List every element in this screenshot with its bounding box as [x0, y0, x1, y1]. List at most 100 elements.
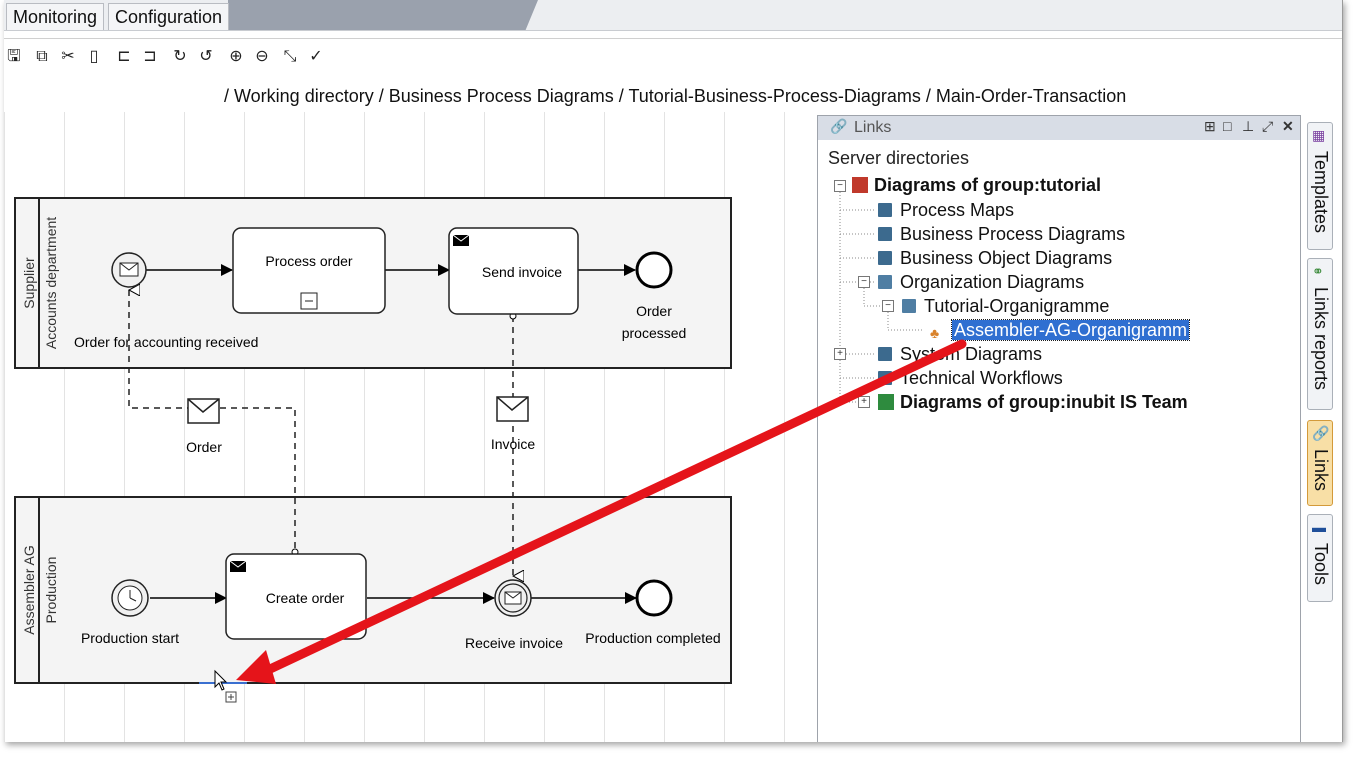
tree-item-label: Diagrams of group:inubit IS Team — [900, 392, 1188, 412]
folder-icon — [878, 251, 892, 265]
float-icon[interactable]: ⤢ — [1262, 118, 1274, 134]
tree-item-process-maps[interactable]: Process Maps — [878, 200, 1014, 221]
tree-item-label: Business Process Diagrams — [900, 224, 1126, 244]
server-directories-label: Server directories — [828, 148, 970, 168]
close-icon[interactable]: ✕ — [1282, 118, 1294, 134]
tree-item-business-process-diagrams[interactable]: Business Process Diagrams — [878, 224, 1125, 245]
folder-icon — [878, 347, 892, 361]
side-tab-label: Tools — [1311, 543, 1331, 586]
tree-item-business-object-diagrams[interactable]: Business Object Diagrams — [878, 248, 1112, 269]
org-chart-icon: ♣ — [930, 325, 940, 341]
open-folder-icon — [878, 275, 892, 289]
side-tab-label: Templates — [1311, 151, 1331, 234]
tree-collapse-toggle[interactable]: − — [858, 276, 870, 288]
application-window: Monitoring Configuration 🖫 ⧉ ✂ ▯ ⊏ ⊐ ↻ ↺… — [4, 0, 1343, 742]
side-tab-label: Links reports — [1311, 287, 1331, 391]
side-tab-templates[interactable]: ▦ Templates — [1307, 122, 1333, 250]
back-icon[interactable]: ⊏ — [117, 48, 131, 65]
side-tab-label: Links — [1311, 449, 1331, 492]
task-send-invoice[interactable]: Send invoice — [448, 227, 579, 315]
folder-icon — [878, 203, 892, 217]
side-tab-links[interactable]: 🔗 Links — [1307, 420, 1333, 506]
paste-icon[interactable]: ▯ — [89, 48, 99, 65]
toolbar: 🖫 ⧉ ✂ ▯ ⊏ ⊐ ↻ ↺ ⊕ ⊖ ⤡ ✓ — [4, 44, 704, 72]
start-event-timer[interactable] — [111, 579, 149, 617]
folder-icon — [878, 227, 892, 241]
tree-item-tutorial-organigramme[interactable]: Tutorial-Organigramme — [902, 296, 1109, 317]
task-create-order[interactable]: Create order — [225, 553, 367, 640]
undo-icon[interactable]: ↺ — [199, 48, 213, 65]
group-icon — [852, 177, 868, 193]
end-event-label-line1: Order — [636, 303, 672, 319]
task-label: Send invoice — [482, 264, 562, 280]
tab-monitoring[interactable]: Monitoring — [6, 3, 105, 30]
pin-icon[interactable]: ⊥ — [1242, 118, 1255, 134]
side-tab-tools[interactable]: ▬ Tools — [1307, 514, 1333, 602]
divider — [4, 38, 1342, 39]
pool-name-supplier: Supplier — [21, 257, 37, 309]
copy-icon[interactable]: ⧉ — [36, 48, 48, 65]
task-process-order[interactable]: Process order — [232, 227, 386, 314]
tree-item-label: Business Object Diagrams — [900, 248, 1113, 268]
message-label-invoice: Invoice — [491, 436, 536, 452]
tree-expand-toggle[interactable]: + — [858, 396, 870, 408]
bpmn-diagram: Supplier Accounts department Assembler A… — [14, 197, 732, 703]
templates-icon: ▦ — [1312, 127, 1326, 143]
tree-item-label: System Diagrams — [900, 344, 1043, 364]
intermediate-event-message[interactable] — [494, 579, 532, 617]
message-label-order: Order — [186, 439, 222, 455]
link-icon: 🔗 — [830, 118, 848, 134]
end-event-label-line2: processed — [622, 325, 687, 341]
pool-name-assembler: Assembler AG — [21, 545, 37, 634]
fit-icon[interactable]: ⤡ — [283, 48, 297, 65]
end-event[interactable] — [635, 579, 673, 617]
open-folder-icon — [902, 299, 916, 313]
tree-expand-toggle[interactable]: + — [834, 348, 846, 360]
redo-icon[interactable]: ↻ — [173, 48, 187, 65]
tile-icon[interactable]: ⊞ — [1204, 118, 1216, 134]
tree-item-system-diagrams[interactable]: System Diagrams — [878, 344, 1042, 365]
save-icon[interactable]: 🖫 — [7, 48, 21, 65]
lane-name-production: Production — [43, 557, 59, 624]
panel-title: Links — [854, 119, 892, 136]
check-icon[interactable]: ✓ — [309, 48, 323, 65]
links-panel: 🔗 Links ⊞ □ ⊥ ⤢ ✕ Server directories — [817, 115, 1301, 742]
group-icon — [878, 394, 894, 410]
end-event[interactable] — [635, 251, 673, 289]
zoom-out-icon[interactable]: ⊖ — [255, 48, 269, 65]
links-reports-icon: ⚭ — [1312, 263, 1324, 279]
lane-name-accounts: Accounts department — [43, 217, 59, 349]
side-tab-links-reports[interactable]: ⚭ Links reports — [1307, 258, 1333, 410]
tree-item-group-inubit[interactable]: Diagrams of group:inubit IS Team — [878, 392, 1188, 413]
tree-item-group-tutorial[interactable]: Diagrams of group:tutorial — [852, 175, 1101, 196]
tree-item-label: Assembler-AG-Organigramm — [950, 319, 1191, 341]
tab-bar: Monitoring Configuration — [4, 0, 1342, 31]
tree-item-technical-workflows[interactable]: Technical Workflows — [878, 368, 1063, 389]
tree-item-assembler-ag-organigramm[interactable]: ♣ Assembler-AG-Organigramm — [930, 319, 1191, 341]
tree-collapse-toggle[interactable]: − — [882, 300, 894, 312]
tree-collapse-toggle[interactable]: − — [834, 180, 846, 192]
diagram-canvas[interactable]: Supplier Accounts department Assembler A… — [4, 112, 816, 742]
maximize-icon[interactable]: □ — [1223, 118, 1232, 134]
tree-item-organization-diagrams[interactable]: Organization Diagrams — [878, 272, 1084, 293]
tools-icon: ▬ — [1312, 519, 1326, 535]
breadcrumb: / Working directory / Business Process D… — [224, 86, 1127, 106]
start-event-label: Order for accounting received — [74, 334, 258, 350]
task-label: Process order — [265, 253, 352, 269]
message-invoice[interactable] — [496, 396, 529, 422]
tree-item-label: Process Maps — [900, 200, 1015, 220]
tab-configuration[interactable]: Configuration — [108, 3, 230, 30]
forward-icon[interactable]: ⊐ — [143, 48, 157, 65]
tree-item-label: Technical Workflows — [900, 368, 1063, 388]
tree-item-label: Tutorial-Organigramme — [924, 296, 1110, 316]
task-label: Create order — [266, 590, 345, 606]
zoom-in-icon[interactable]: ⊕ — [229, 48, 243, 65]
folder-icon — [878, 371, 892, 385]
end-event-label: Production completed — [585, 630, 720, 646]
panel-title-bar: 🔗 Links ⊞ □ ⊥ ⤢ ✕ — [818, 116, 1300, 140]
message-order[interactable] — [187, 398, 220, 424]
intermediate-event-label: Receive invoice — [465, 635, 563, 651]
start-event-message[interactable] — [111, 252, 147, 288]
cut-icon[interactable]: ✂ — [61, 48, 75, 65]
link-icon: 🔗 — [1312, 425, 1330, 441]
